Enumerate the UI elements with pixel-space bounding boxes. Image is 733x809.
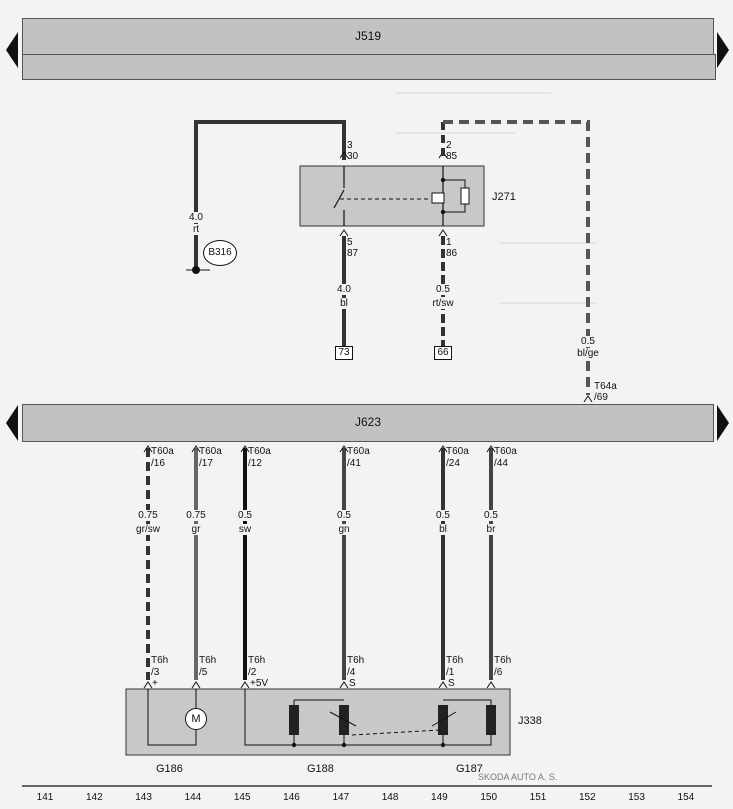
grid-number: 151 <box>529 792 547 803</box>
t64a-name: T64a <box>594 381 617 392</box>
t60a-name-4: T60a <box>347 446 370 457</box>
grid-number: 145 <box>233 792 251 803</box>
grid-number: 149 <box>431 792 448 803</box>
pin-30: 30 <box>347 151 359 162</box>
grid-number: 141 <box>36 792 54 803</box>
t6h-sign-4: S <box>349 678 356 689</box>
ground-point-b316: B316 <box>203 240 237 266</box>
j623-label: J623 <box>354 415 382 429</box>
grid-number: 152 <box>578 792 596 803</box>
t6h-pin-3: /2 <box>248 667 257 678</box>
wire-bl4-size: 4.0 <box>329 284 359 295</box>
t6h-sign-5: S <box>448 678 455 689</box>
wire-blge <box>443 120 590 395</box>
relay-box <box>299 165 485 227</box>
t60a-name-3: T60a <box>248 446 271 457</box>
wire-blge-color: bl/ge <box>570 348 606 359</box>
j519-label: J519 <box>354 29 382 43</box>
component-g188: G188 <box>307 763 334 775</box>
pin-87: 87 <box>347 248 359 259</box>
t6h-name-3: T6h <box>248 655 266 666</box>
right-arrow-icon <box>717 405 729 441</box>
t60a-pin-5: /24 <box>446 458 460 469</box>
wire-rtsw-color: rt/sw <box>426 298 460 309</box>
watermark: SKODA AUTO A. S. <box>478 772 558 782</box>
pin-3: 3 <box>347 140 353 151</box>
ground-dot <box>192 266 200 274</box>
grid-number: 142 <box>85 792 103 803</box>
wire-rt-size: 4.0 <box>181 212 211 223</box>
component-g186: G186 <box>156 763 183 775</box>
t60a-color-6: br <box>476 524 506 535</box>
j519-lower-band <box>22 54 716 80</box>
t60a-color-1: gr/sw <box>130 524 166 535</box>
grid-number: 147 <box>332 792 350 803</box>
t60a-pin-3: /12 <box>248 458 262 469</box>
t6h-sign-1: + <box>152 678 158 689</box>
t60a-color-4: gn <box>329 524 359 535</box>
pin-86: 86 <box>446 248 458 259</box>
ref-66: 66 <box>434 346 452 360</box>
pin-85: 85 <box>446 151 458 162</box>
t60a-name-6: T60a <box>494 446 517 457</box>
t6h-name-5: T6h <box>446 655 464 666</box>
grid-number: 144 <box>184 792 202 803</box>
t60a-size-2: 0.75 <box>180 510 212 521</box>
t60a-size-6: 0.5 <box>476 510 506 521</box>
t6h-name-4: T6h <box>347 655 365 666</box>
left-arrow-icon <box>6 32 18 68</box>
grid-number: 150 <box>480 792 498 803</box>
wire-blge-size: 0.5 <box>570 336 606 347</box>
t60a-name-2: T60a <box>199 446 222 457</box>
t64a-pin: /69 <box>594 392 608 403</box>
grid-number: 154 <box>677 792 695 803</box>
t60a-color-2: gr <box>180 524 212 535</box>
t60a-color-5: bl <box>428 524 458 535</box>
pin-2: 2 <box>446 140 452 151</box>
right-arrow-icon <box>717 32 729 68</box>
wire-rtsw-size: 0.5 <box>426 284 460 295</box>
t60a-color-3: sw <box>230 524 260 535</box>
t60a-size-4: 0.5 <box>329 510 359 521</box>
t6h-name-6: T6h <box>494 655 512 666</box>
t60a-size-5: 0.5 <box>428 510 458 521</box>
t60a-pin-4: /41 <box>347 458 361 469</box>
control-unit-j519: J519 <box>22 18 714 56</box>
t6h-pin-1: /3 <box>151 667 160 678</box>
t6h-pin-4: /4 <box>347 667 356 678</box>
t6h-pin-5: /1 <box>446 667 455 678</box>
pin-5: 5 <box>347 237 353 248</box>
t60a-name-1: T60a <box>151 446 174 457</box>
wire-rt <box>194 120 346 270</box>
pin-1: 1 <box>446 237 452 248</box>
t60a-name-5: T60a <box>446 446 469 457</box>
t6h-pin-6: /6 <box>494 667 503 678</box>
grid-number: 148 <box>381 792 399 803</box>
left-arrow-icon <box>6 405 18 441</box>
t60a-pin-2: /17 <box>199 458 213 469</box>
component-g187: G187 <box>456 763 483 775</box>
motor-icon: M <box>185 708 207 730</box>
control-unit-j623: J623 <box>22 404 714 442</box>
t6h-pin-2: /5 <box>199 667 208 678</box>
relay-label: J271 <box>492 191 516 203</box>
t6h-name-2: T6h <box>199 655 217 666</box>
ref-73: 73 <box>335 346 353 360</box>
t60a-pin-1: /16 <box>151 458 165 469</box>
t60a-pin-6: /44 <box>494 458 508 469</box>
grid-number: 143 <box>135 792 152 803</box>
wire-rt-color: rt <box>181 224 211 235</box>
t60a-size-1: 0.75 <box>130 510 166 521</box>
grid-number: 146 <box>283 792 300 803</box>
t60a-size-3: 0.5 <box>230 510 260 521</box>
wire-bl4-color: bl <box>329 298 359 309</box>
t6h-sign-3: +5V <box>250 678 269 689</box>
t6h-name-1: T6h <box>151 655 169 666</box>
grid-number: 153 <box>628 792 645 803</box>
sensor-label: J338 <box>518 715 542 727</box>
